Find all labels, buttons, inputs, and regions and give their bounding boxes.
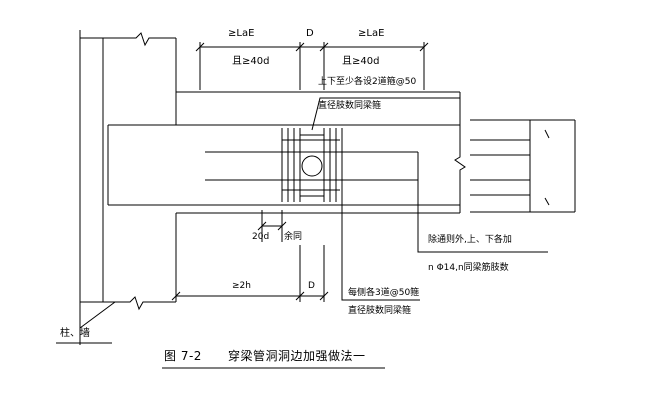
remainder-label: 余同 — [284, 232, 303, 242]
top-dimension — [195, 42, 429, 90]
bottom-dimension — [171, 245, 329, 302]
two-h-label: ≥2h — [232, 281, 251, 291]
lae-left-label: ≥LaE — [228, 28, 255, 39]
right-note-leader — [410, 152, 548, 253]
d-top-label: D — [306, 28, 314, 39]
pipe-hole — [301, 155, 323, 177]
d-bottom-label: D — [308, 281, 315, 291]
top-note-leader — [311, 97, 460, 131]
right-note-line2: n Φ14,n同梁筋肢数 — [428, 263, 509, 273]
bottom-note-line1: 每侧各3道@50箍 — [348, 288, 420, 298]
twenty-d-label: 20d — [252, 232, 270, 242]
right-note-line1: 除通则外,上、下各加 — [428, 235, 512, 245]
twenty-d-dimension — [257, 210, 287, 242]
column-wall-leader — [79, 301, 116, 329]
figure-number: 图 7-2 — [164, 349, 202, 363]
column-wall-outline — [79, 30, 177, 345]
column-wall-label: 柱、墙 — [60, 328, 90, 339]
figure-title: 穿梁管洞洞边加强做法一 — [228, 349, 366, 363]
bottom-note-line2: 直径肢数同梁箍 — [348, 306, 412, 316]
top-note-line1: 上下至少各设2道箍@50 — [318, 77, 417, 87]
beam-side-section — [470, 119, 576, 213]
top-note-line2: 直径肢数同梁箍 — [318, 101, 382, 111]
bottom-note-leader — [341, 200, 420, 301]
min-left-label: 且≥40d — [232, 56, 270, 67]
longitudinal-bars — [205, 139, 418, 191]
min-right-label: 且≥40d — [342, 56, 380, 67]
lae-right-label: ≥LaE — [358, 28, 385, 39]
stirrups — [281, 128, 343, 202]
